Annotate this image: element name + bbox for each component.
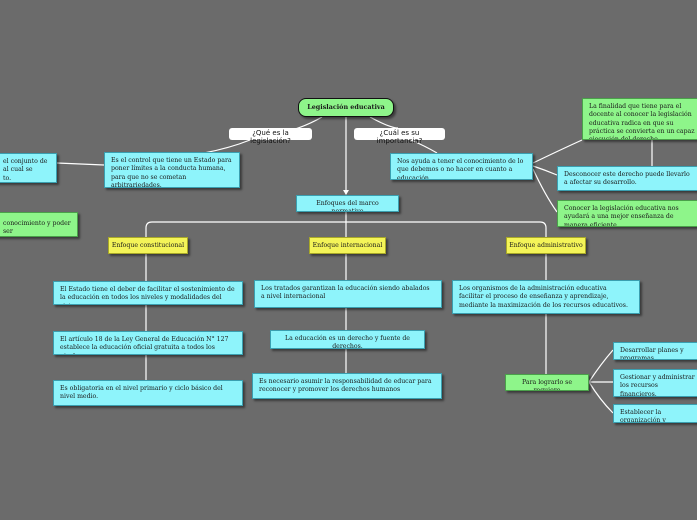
- administrativo-desc[interactable]: Los organismos de la administración educ…: [452, 280, 640, 314]
- label-importance: ¿Cuál es su importancia?: [354, 128, 445, 145]
- enfoque-constitucional-title[interactable]: Enfoque constitucional: [108, 237, 188, 254]
- enfoque-internacional-title[interactable]: Enfoque internacional: [309, 237, 386, 254]
- constitucional-item-3[interactable]: Es obligatoria en el nivel primario y ci…: [53, 380, 243, 406]
- constitucional-item-2[interactable]: El artículo 18 de la Ley General de Educ…: [53, 331, 243, 355]
- requisito-3[interactable]: Establecer la organización y: [613, 404, 697, 423]
- para-lograrlo-node[interactable]: Para lograrlo se requiere: [505, 374, 589, 391]
- definition-node[interactable]: Es el control que tiene un Estado para p…: [104, 152, 240, 188]
- enfoques-node[interactable]: Enfoques del marco normativo: [296, 195, 399, 212]
- root-node[interactable]: Legislación educativa: [298, 98, 394, 117]
- requisito-2[interactable]: Gestionar y administrar los recursos fin…: [613, 369, 697, 397]
- internacional-item-2[interactable]: La educación es un derecho y fuente de d…: [270, 330, 425, 349]
- constitucional-item-1[interactable]: El Estado tiene el deber de facilitar el…: [53, 281, 243, 305]
- label-what-is: ¿Qué es la legislación?: [229, 128, 312, 145]
- left-partial-definition[interactable]: el conjunto de al cual se to.: [0, 153, 57, 183]
- conocer-node[interactable]: Conocer la legislación educativa nos ayu…: [557, 200, 697, 227]
- internacional-item-1[interactable]: Los tratados garantizan la educación sie…: [254, 280, 442, 308]
- enfoque-administrativo-title[interactable]: Enfoque administrativo: [506, 237, 586, 254]
- requisito-1[interactable]: Desarrollar planes y programas: [613, 342, 697, 360]
- desconocer-node[interactable]: Desconocer este derecho puede llevarlo a…: [557, 166, 697, 191]
- finalidad-node[interactable]: La finalidad que tiene para el docente a…: [582, 98, 697, 140]
- left-partial-green[interactable]: conocimiento y poder ser: [0, 212, 78, 237]
- internacional-item-3[interactable]: Es necesario asumir la responsabilidad d…: [252, 373, 442, 399]
- importance-node[interactable]: Nos ayuda a tener el conocimiento de lo …: [390, 153, 533, 180]
